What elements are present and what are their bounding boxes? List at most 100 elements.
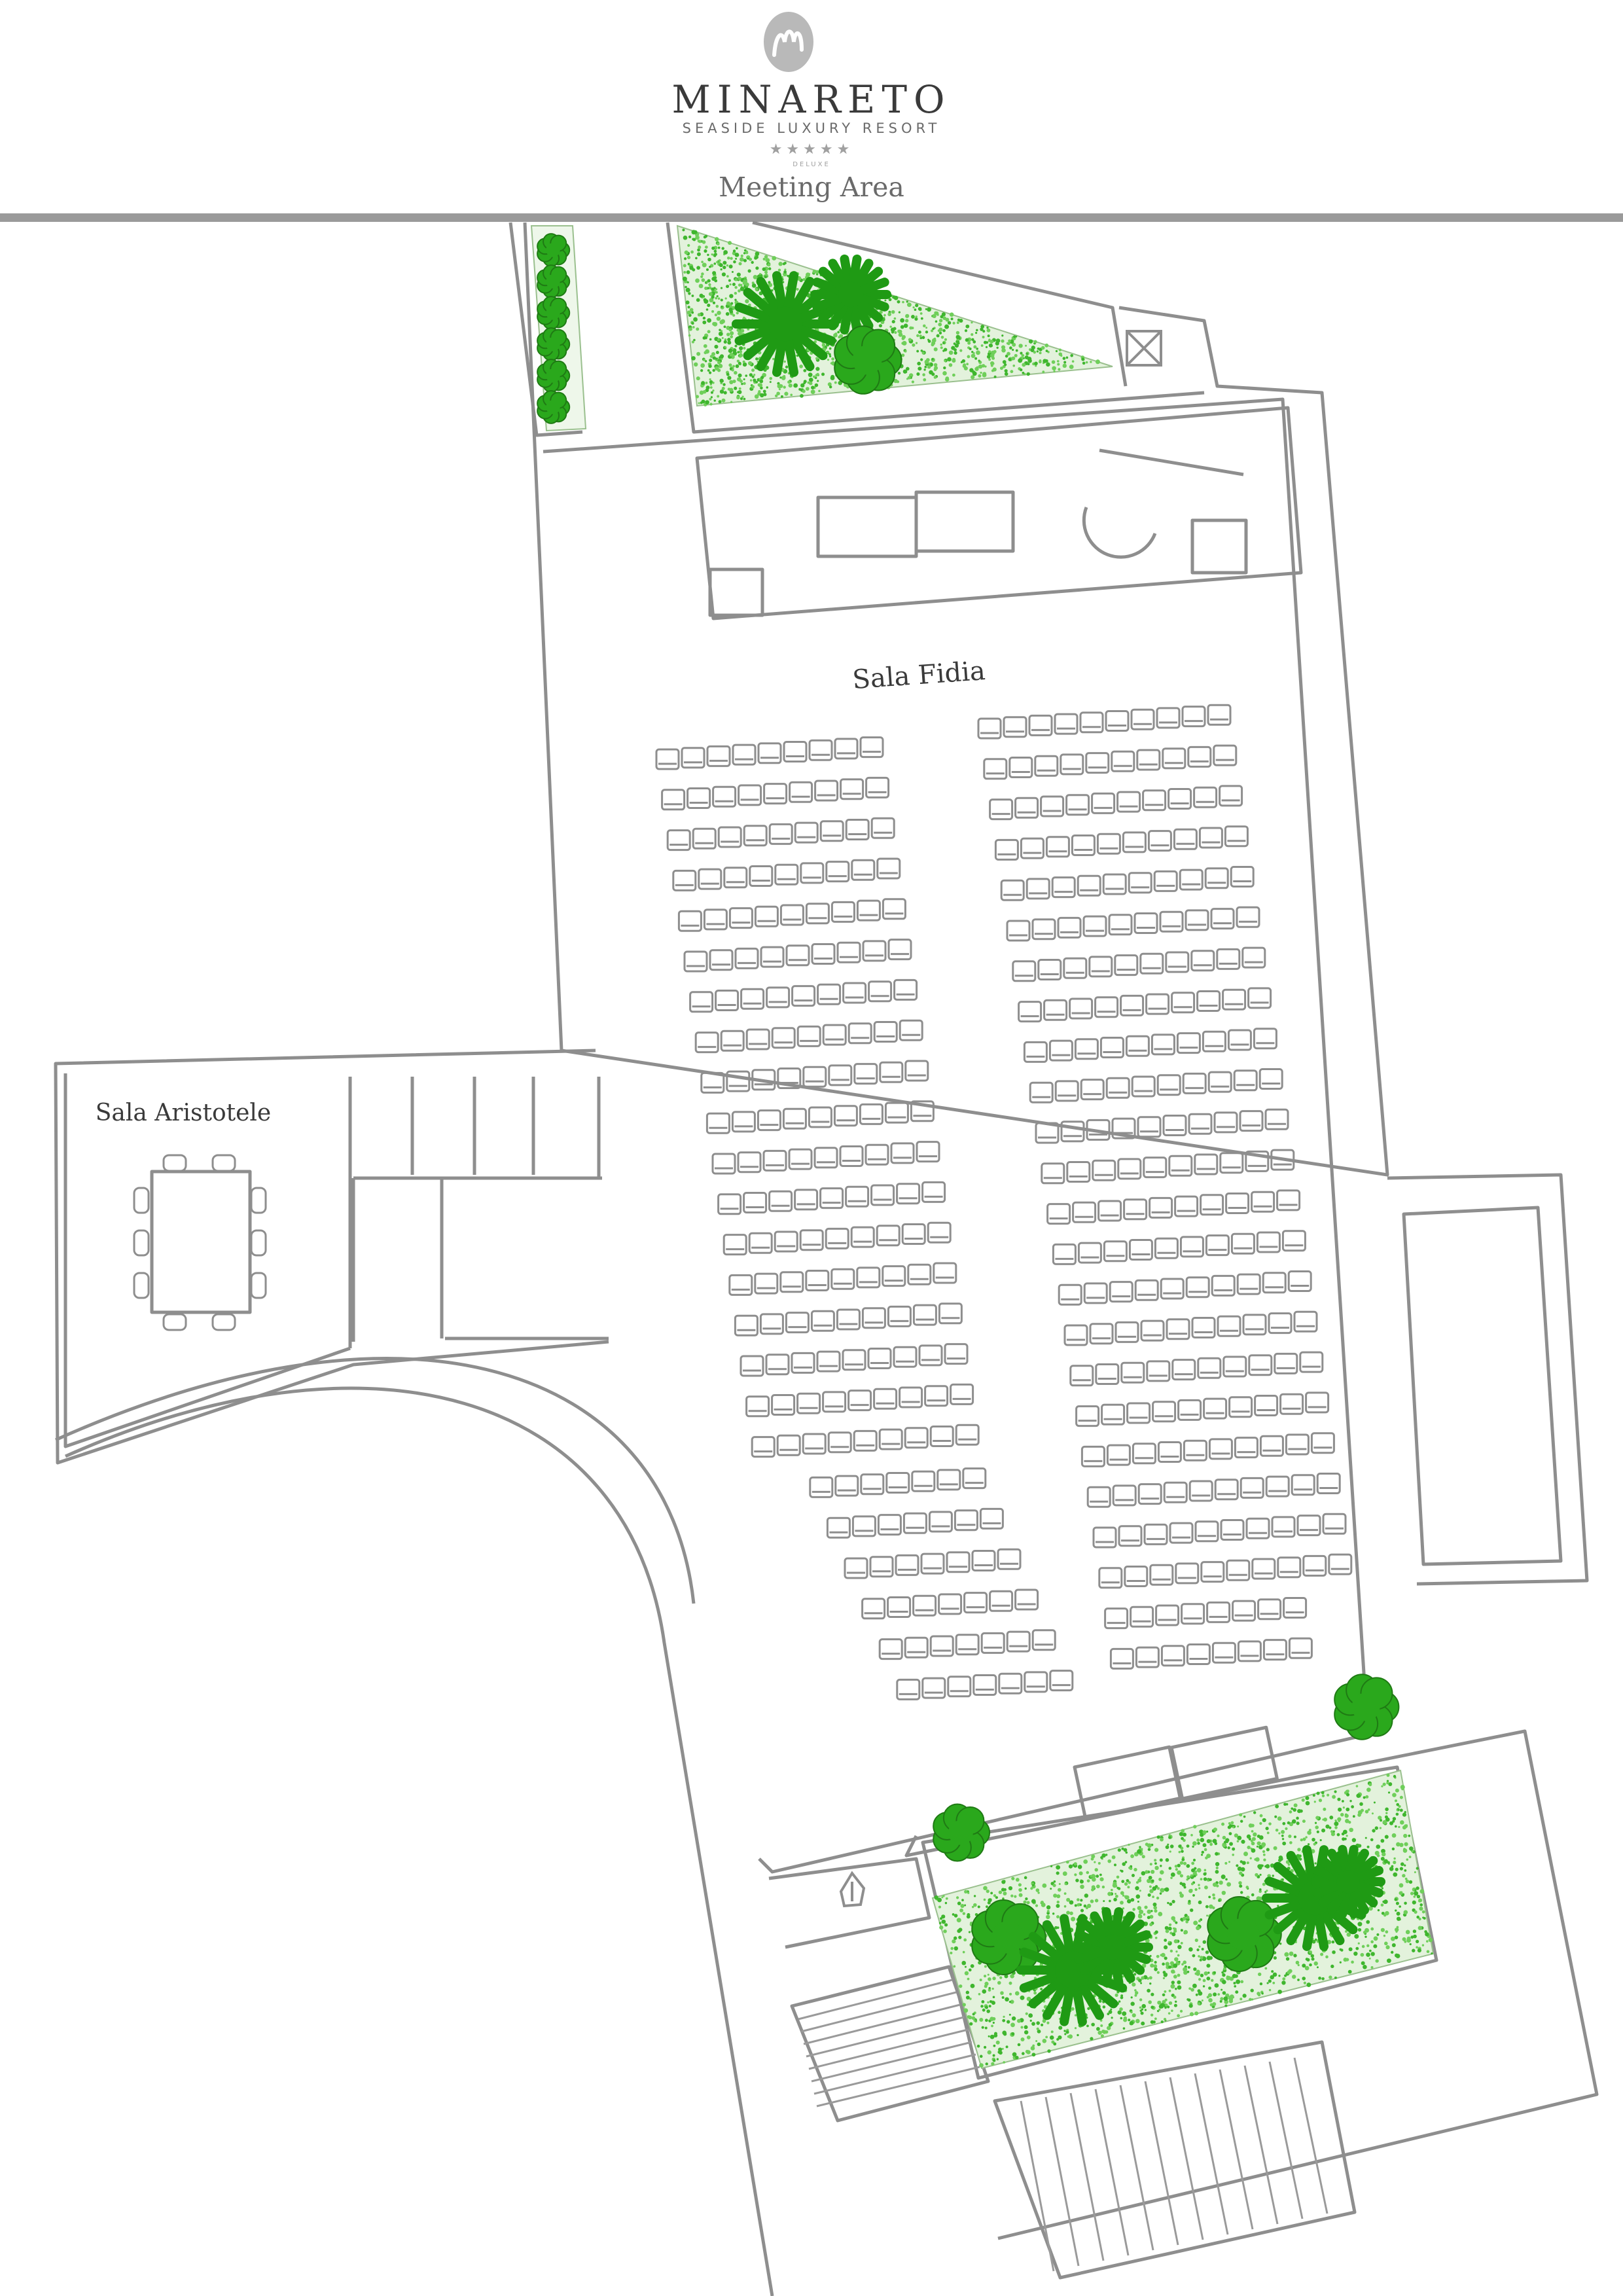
seat [1271, 1516, 1296, 1538]
greenery-dot [1271, 1970, 1274, 1973]
seat [839, 1145, 864, 1167]
greenery-dot [1314, 1821, 1317, 1824]
greenery-dot [952, 373, 955, 377]
greenery-dot [688, 334, 691, 337]
seat [1207, 1071, 1232, 1093]
greenery-dot [727, 338, 731, 342]
greenery-dot [955, 331, 960, 335]
greenery-dot [1154, 1859, 1157, 1862]
stairs-south [993, 2040, 1357, 2280]
seat [734, 1314, 758, 1336]
greenery-dot [1277, 1989, 1282, 1994]
seat [954, 1509, 978, 1532]
greenery-dot [696, 266, 701, 270]
seat [745, 1395, 770, 1418]
greenery-dot [1381, 1785, 1383, 1787]
greenery-dot [1380, 1928, 1385, 1932]
seat [1130, 708, 1155, 730]
greenery-dot [976, 329, 978, 332]
seat [842, 1349, 866, 1371]
greenery-dot [1150, 1992, 1154, 1996]
greenery-dot [1169, 1949, 1173, 1953]
greenery-dot [1352, 1815, 1355, 1818]
greenery-dot [1203, 1833, 1205, 1835]
greenery-dot [1366, 1787, 1371, 1792]
greenery-dot [916, 334, 919, 338]
greenery-dot [1368, 1783, 1372, 1787]
greenery-dot [1258, 1890, 1262, 1893]
seat [828, 1064, 853, 1086]
greenery-dot [1156, 1835, 1160, 1839]
greenery-dot [962, 2003, 966, 2007]
greenery-dot [1139, 1846, 1141, 1848]
greenery-dot [1151, 1879, 1154, 1882]
greenery-dot [709, 355, 713, 359]
greenery-dot [717, 368, 721, 372]
greenery-dot [1139, 1876, 1142, 1879]
greenery-dot [995, 338, 1001, 343]
greenery-dot [1399, 1808, 1403, 1812]
greenery-dot [697, 240, 700, 243]
greenery-dot [977, 1905, 980, 1909]
greenery-dot [743, 378, 745, 380]
greenery-dot [1183, 1886, 1186, 1889]
greenery-dot [762, 257, 766, 260]
greenery-dot [938, 1905, 942, 1909]
greenery-dot [712, 368, 715, 372]
greenery-dot [1265, 1864, 1270, 1869]
greenery-dot [902, 340, 907, 346]
greenery-dot [1224, 1861, 1228, 1865]
greenery-dot [738, 390, 742, 395]
greenery-dot [1198, 1900, 1202, 1905]
greenery-dot [808, 372, 813, 378]
greenery-dot [687, 243, 690, 247]
greenery-dot [690, 250, 694, 254]
seat [933, 1262, 957, 1284]
greenery-dot [769, 376, 773, 380]
greenery-dot [1357, 1813, 1361, 1817]
greenery-dot [900, 325, 904, 329]
greenery-dot [1194, 1867, 1197, 1870]
seat [955, 1424, 980, 1446]
greenery-dot [1139, 2006, 1142, 2009]
greenery-dot [1209, 1956, 1213, 1960]
lower-terrace-wall [904, 1729, 1599, 2240]
greenery-dot [1390, 1950, 1394, 1954]
greenery-dot [1194, 1870, 1198, 1873]
greenery-dot [721, 305, 723, 308]
greenery-dot [1212, 1893, 1215, 1897]
greenery-dot [697, 313, 702, 317]
greenery-dot [1022, 363, 1026, 367]
greenery-dot [936, 334, 940, 338]
seat [962, 1467, 987, 1490]
greenery-dot [717, 310, 721, 315]
seat [703, 908, 728, 931]
seat [1232, 1600, 1257, 1622]
greenery-dot [1403, 1833, 1408, 1839]
seat [998, 1672, 1023, 1695]
greenery-dot [1030, 348, 1035, 353]
greenery-dot [982, 330, 986, 333]
greenery-dot [1264, 1967, 1268, 1970]
seat [997, 1548, 1022, 1570]
seat [840, 778, 865, 800]
greenery-dot [1150, 2020, 1154, 2024]
greenery-dot [1305, 1801, 1310, 1806]
seat [918, 1344, 943, 1367]
greenery-dot [1012, 364, 1016, 367]
greenery-dot [916, 350, 919, 353]
seat [873, 1021, 898, 1043]
greenery-dot [1321, 1977, 1325, 1981]
greenery-dot [1180, 1929, 1183, 1932]
greenery-dot [682, 276, 687, 281]
greenery-dot [1419, 1903, 1423, 1907]
seat [873, 1388, 898, 1410]
greenery-dot [1021, 353, 1025, 357]
greenery-dot [727, 376, 732, 380]
greenery-dot [1141, 2021, 1145, 2026]
greenery-dot [1050, 1888, 1052, 1890]
greenery-dot [943, 1929, 947, 1933]
greenery-dot [971, 375, 975, 380]
greenery-dot [783, 386, 786, 389]
seat [902, 1512, 927, 1534]
